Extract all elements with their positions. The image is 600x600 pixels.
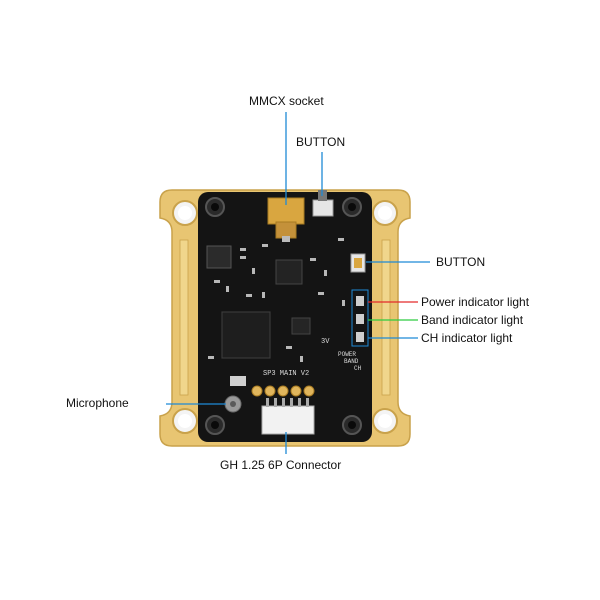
mmcx-socket — [267, 197, 305, 242]
solder-pads — [251, 385, 315, 397]
label-band-indicator-light: Band indicator light — [421, 313, 524, 327]
smd-components — [208, 238, 345, 362]
label-ch-indicator-light: CH indicator light — [421, 331, 513, 345]
mounting-holes — [172, 197, 398, 435]
silkscreen-led-ch: CH — [354, 365, 362, 372]
silkscreen-main: SP3 MAIN V2 — [263, 370, 309, 378]
silkscreen-led-power: POWER — [338, 351, 356, 358]
callout-lines — [166, 112, 430, 454]
chips — [206, 245, 311, 359]
label-mmcx-socket: MMCX socket — [249, 94, 324, 108]
label-power-indicator-light: Power indicator light — [421, 295, 530, 309]
right-button — [350, 253, 366, 273]
label-right-button: BUTTON — [436, 255, 486, 269]
label-top-button: BUTTON — [296, 135, 346, 149]
status-leds — [351, 289, 369, 347]
silkscreen-3v: 3V — [321, 338, 330, 346]
gh-connector — [261, 398, 315, 435]
silkscreen-led-band: BAND — [344, 358, 359, 365]
label-microphone: Microphone — [66, 396, 129, 410]
small-tag — [230, 376, 246, 386]
label-gh-connector: GH 1.25 6P Connector — [220, 458, 342, 472]
microphone-component — [224, 395, 242, 413]
